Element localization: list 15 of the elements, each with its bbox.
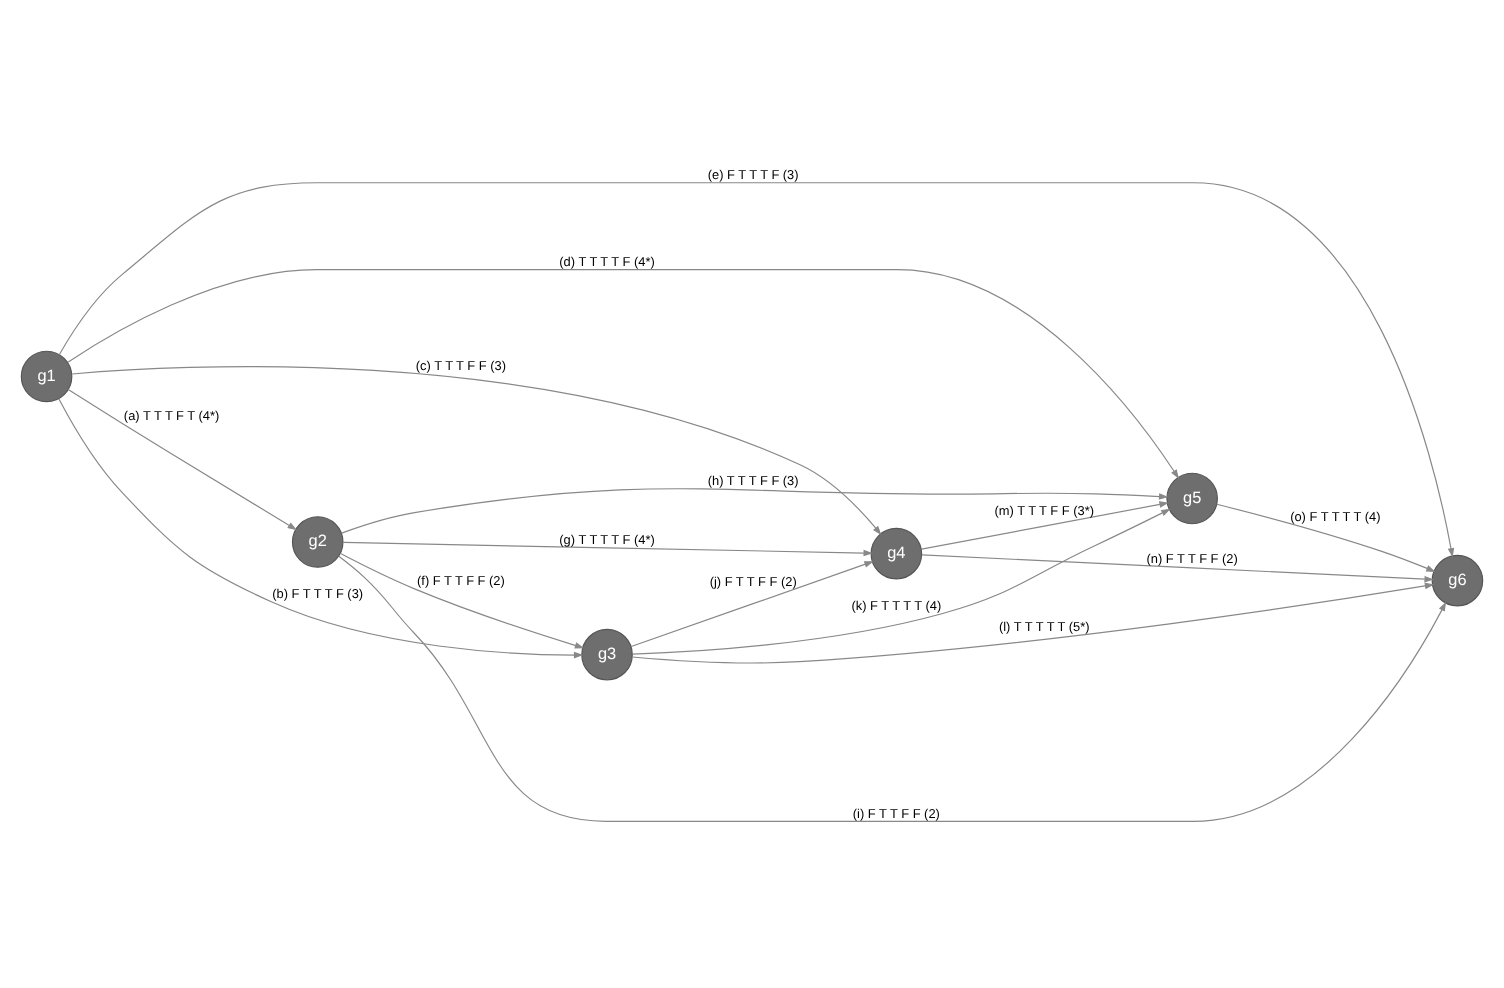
arrow bbox=[632, 507, 1171, 654]
arrow bbox=[67, 268, 1180, 478]
arrow bbox=[342, 540, 873, 556]
arrow bbox=[630, 560, 874, 647]
arrow bbox=[631, 581, 1435, 663]
arrow bbox=[921, 553, 1434, 582]
arrow bbox=[58, 181, 1455, 557]
arrow bbox=[339, 551, 585, 648]
arrow bbox=[58, 397, 584, 658]
arrow bbox=[1216, 502, 1436, 571]
arrow bbox=[341, 487, 1169, 533]
arrow bbox=[338, 554, 1447, 821]
arrow bbox=[920, 500, 1169, 549]
arrow bbox=[71, 365, 882, 535]
arrow bbox=[67, 387, 297, 530]
